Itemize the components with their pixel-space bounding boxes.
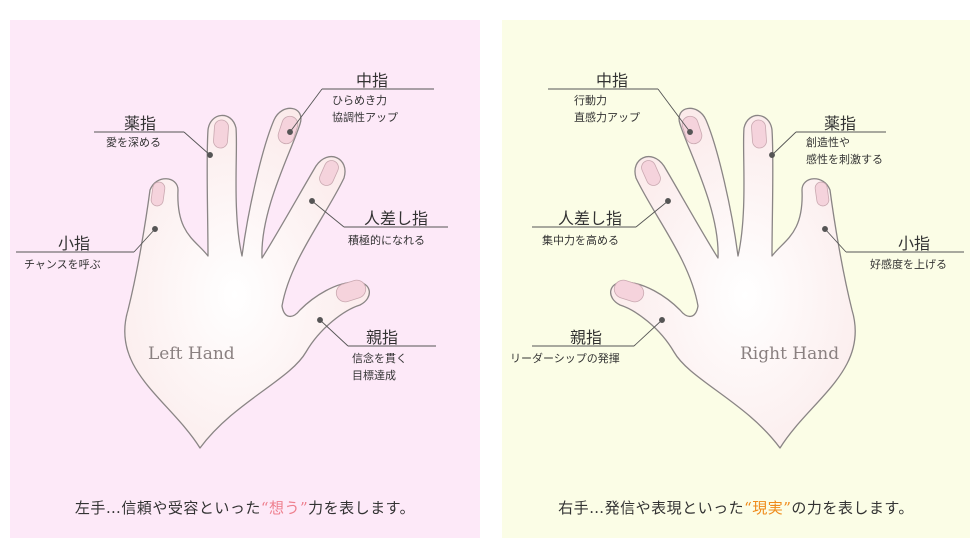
right-ring-name: 薬指 [824,114,857,133]
desc-line: ひらめき力 [332,94,387,107]
left-ring-name: 薬指 [124,114,157,133]
desc-line: 感性を刺激する [806,153,883,166]
right-little-desc: 好感度を上げる [870,258,947,271]
left-hand-panel: 中指 ひらめき力 協調性アップ 薬指 愛を深める 人差し指 積極的になれる 小指… [10,20,480,538]
caption-text: 力を表します。 [308,499,416,517]
left-index-desc: 積極的になれる [348,234,425,247]
desc-line: 目標達成 [352,369,396,382]
right-thumb-desc: リーダーシップの発揮 [510,352,620,365]
left-ring-desc: 愛を深める [106,136,161,149]
desc-line: 創造性や [806,136,850,149]
caption-text: 左手…信頼や受容といった [74,499,261,517]
left-leader-lines [16,88,448,347]
left-little-desc: チャンスを呼ぶ [24,258,101,271]
left-middle-label: 中指 [350,67,388,91]
left-index-name: 人差し指 [364,209,429,228]
right-index-desc: 集中力を高める [542,234,619,247]
left-hand-illustration [16,88,448,449]
desc-line: 行動力 [574,94,607,107]
right-hand-panel: 中指 行動力 直感力アップ 薬指 創造性や 感性を刺激する 人差し指 集中力を高… [502,20,970,538]
caption-text: の力を表します。 [791,499,914,517]
caption-highlight: “想う” [260,499,309,517]
right-hand-illustration [532,88,964,449]
left-little-name: 小指 [58,234,91,253]
right-middle-desc: 行動力 直感力アップ [574,92,640,126]
right-thumb-name: 親指 [570,328,603,347]
desc-line: 信念を貫く [352,352,407,365]
desc-line: 直感力アップ [574,111,640,124]
left-middle-desc: ひらめき力 協調性アップ [332,92,398,126]
right-leader-lines [532,88,964,347]
desc-line: 協調性アップ [332,111,398,124]
left-thumb-name: 親指 [366,328,399,347]
right-little-name: 小指 [898,234,931,253]
left-caption: 左手…信頼や受容といった“想う”力を表します。 [10,497,480,518]
caption-highlight: “現実” [744,499,792,517]
right-index-name: 人差し指 [558,209,623,228]
right-hand-label: Right Hand [740,344,840,364]
right-caption: 右手…発信や表現といった“現実”の力を表します。 [502,497,970,518]
caption-text: 右手…発信や表現といった [558,499,745,517]
right-middle-name: 中指 [596,71,629,90]
right-ring-desc: 創造性や 感性を刺激する [806,134,883,168]
left-nails [150,115,367,303]
left-hand-outline [124,107,370,449]
left-thumb-desc: 信念を貫く 目標達成 [352,350,407,384]
left-hand-label: Left Hand [148,344,235,364]
finger-name: 中指 [356,71,389,90]
